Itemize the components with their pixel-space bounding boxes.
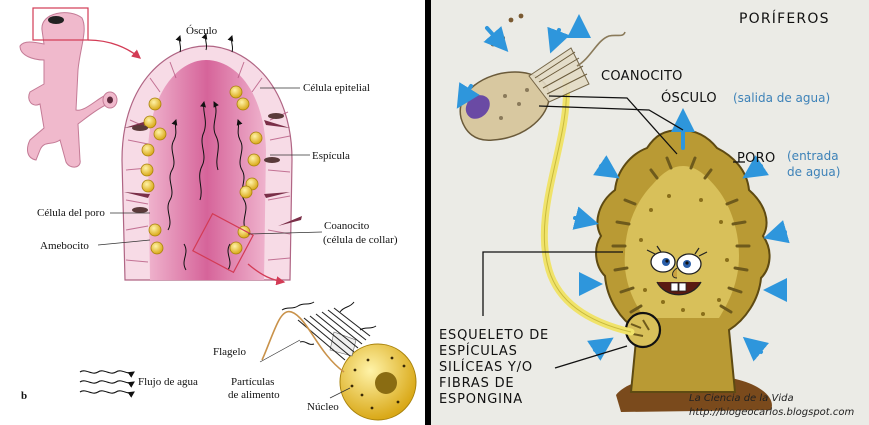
- label-poro-note-2: de agua): [787, 165, 841, 179]
- skeleton-line-2: ESPÍCULAS: [439, 344, 518, 359]
- label-espicula: Espícula: [312, 150, 350, 162]
- label-esqueleto: ESQUELETO DE ESPÍCULAS SILÍCEAS Y/O FIBR…: [439, 328, 549, 408]
- label-coanocito-cartoon: COANOCITO: [601, 69, 683, 84]
- label-poro-note-1: (entrada: [787, 149, 839, 163]
- sponge-wall-section: [121, 33, 302, 281]
- poriferos-cartoon-drawing: [456, 13, 790, 412]
- water-flow-arrows: [79, 370, 135, 398]
- label-amebocito: Amebocito: [40, 240, 89, 252]
- credit-url: http://biogeocarlos.blogspot.com: [689, 407, 855, 418]
- sponge-face: [646, 245, 708, 296]
- sponge-cartoon-body: [595, 128, 771, 393]
- label-osculo-cartoon: ÓSCULO: [661, 91, 717, 106]
- label-nucleo: Núcleo: [307, 401, 339, 413]
- skeleton-line-3: SILÍCEAS Y/O: [439, 360, 533, 375]
- credit-title: La Ciencia de la Vida: [689, 393, 794, 404]
- label-particulas: Partículas: [231, 376, 275, 388]
- poriferos-cartoon-panel: PORÍFEROS COANOCITO ÓSCULO (salida de ag…: [431, 0, 869, 425]
- skeleton-line-1: ESQUELETO DE: [439, 328, 550, 343]
- label-poro-cartoon: PORO: [737, 151, 776, 166]
- skeleton-line-4: FIBRAS DE: [439, 376, 515, 391]
- label-coanocito: Coanocito: [324, 220, 370, 232]
- label-osculo-note: (salida de agua): [733, 91, 831, 105]
- label-flujo-de-agua: Flujo de agua: [138, 376, 198, 388]
- label-celula-de-collar: (célula de collar): [323, 234, 398, 246]
- label-celula-epitelial: Célula epitelial: [303, 82, 370, 94]
- sponge-anatomy-panel: Ósculo Célula epitelial Espícula Célula …: [0, 0, 425, 425]
- label-celula-del-poro: Célula del poro: [37, 207, 105, 219]
- sponge-anatomy-drawing: [19, 7, 417, 421]
- panel-letter: b: [21, 390, 28, 402]
- label-flagelo: Flagelo: [213, 346, 246, 358]
- choanocyte-cell: [459, 31, 626, 141]
- water-arrows: [456, 14, 790, 362]
- collar-cell-detail: [259, 301, 417, 421]
- skeleton-line-5: ESPONGINA: [439, 392, 523, 407]
- label-osculo: Ósculo: [186, 25, 218, 37]
- zoom-box: [32, 7, 89, 41]
- sponge-colony-icon: [19, 12, 118, 168]
- label-de-alimento: de alimento: [228, 389, 280, 401]
- title-poriferos: PORÍFEROS: [739, 11, 830, 27]
